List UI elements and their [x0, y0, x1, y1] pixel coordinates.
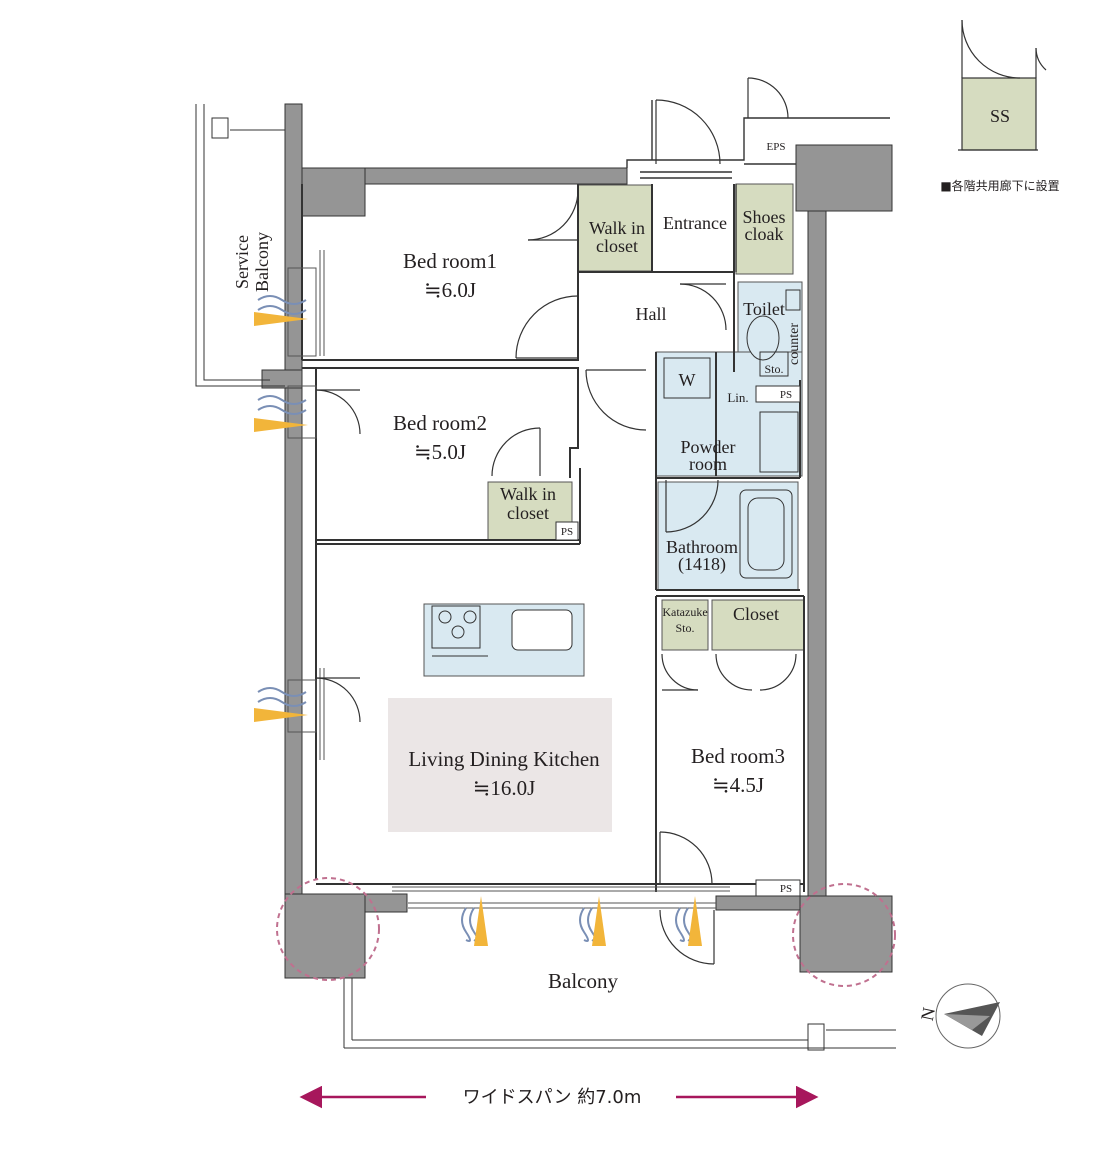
- katazuke-line2: Sto.: [675, 621, 694, 635]
- service-balcony-line2: Balcony: [252, 232, 272, 292]
- fixtures: [431, 289, 801, 657]
- counter-label: counter: [787, 323, 802, 365]
- wall-left: [284, 103, 303, 913]
- shoes-cloak-line2: cloak: [745, 224, 784, 244]
- linen-label: Lin.: [727, 390, 748, 405]
- wall-sb-bottom: [261, 369, 303, 389]
- ps-bed2-label: PS: [561, 526, 573, 538]
- corner-highlight-right: [792, 883, 896, 987]
- walk-in-closet-1-line2: closet: [596, 236, 638, 256]
- bedroom1-name: Bed room1: [403, 249, 497, 273]
- walk-in-closet-2-line1: Walk in: [500, 484, 556, 504]
- airflow-arrows: [254, 312, 702, 946]
- shoes-cloak-fill: [735, 183, 794, 275]
- walk-in-closet-1-fill: [577, 184, 653, 272]
- bedroom3-name: Bed room3: [691, 744, 785, 768]
- shaft-labels: EPS PS PS PS: [561, 141, 792, 895]
- column-right: [799, 895, 893, 973]
- bedroom2-name: Bed room2: [393, 411, 487, 435]
- ldk-name: Living Dining Kitchen: [408, 747, 600, 771]
- column-left: [284, 893, 366, 979]
- airflow-arrow-icon: [688, 896, 702, 946]
- walk-in-closet-2-line2: closet: [507, 503, 549, 523]
- toilet-storage-label: Sto.: [764, 362, 783, 376]
- ss-label: SS: [990, 106, 1010, 126]
- airflow-arrow-icon: [254, 418, 308, 432]
- bedroom1-size: ≒6.0J: [424, 278, 476, 302]
- airflow-arrow-icon: [254, 708, 308, 722]
- compass-north-label: N: [917, 1006, 939, 1023]
- airflow-arrow-icon: [474, 896, 488, 946]
- balcony-label: Balcony: [548, 969, 618, 993]
- washer-box: [663, 357, 711, 399]
- closet-label: Closet: [733, 604, 779, 624]
- powder-room-line2: room: [689, 454, 727, 474]
- compass-north-arrow-icon: [935, 983, 1001, 1049]
- powder-room-line1: Powder: [681, 437, 736, 457]
- toilet-label: Toilet: [743, 299, 785, 319]
- ps-bed3-label: PS: [780, 883, 792, 895]
- wall-right: [807, 144, 827, 906]
- entrance-outlines: [626, 100, 890, 272]
- stove-burner-icon: [451, 625, 465, 639]
- closet-fill: [711, 599, 805, 651]
- service-balcony-line1: Service: [232, 235, 252, 289]
- bathtub: [739, 489, 793, 579]
- stove-burner-icon: [463, 610, 477, 624]
- katazuke-fill: [661, 599, 709, 651]
- bedroom2-size: ≒5.0J: [414, 440, 466, 464]
- bathroom-line1: Bathroom: [666, 537, 738, 557]
- shaft-boxes: [555, 385, 801, 897]
- ldk-panel: [388, 698, 612, 832]
- walk-in-closet-1-line1: Walk in: [589, 218, 645, 238]
- eps-label: EPS: [767, 141, 786, 153]
- compass: N: [917, 983, 1001, 1049]
- airflow-arrow-icon: [592, 896, 606, 946]
- room-fills: [388, 77, 1037, 832]
- ps-powder-label: PS: [780, 389, 792, 401]
- span-label: ワイドスパン 約7.0m: [463, 1087, 642, 1108]
- ldk-size: ≒16.0J: [473, 776, 536, 800]
- wall-top: [364, 167, 628, 185]
- airflow-waves: [257, 295, 693, 942]
- entrance-label: Entrance: [663, 213, 727, 233]
- wall-top-left: [301, 167, 366, 217]
- doors: [315, 77, 797, 965]
- washer-label: W: [679, 370, 696, 390]
- katazuke-line1: Katazuke: [662, 605, 707, 619]
- stove-burner-icon: [438, 610, 452, 624]
- walls: [261, 103, 893, 979]
- bathroom-line2: (1418): [678, 554, 726, 575]
- wall-right-top: [795, 144, 893, 212]
- hall-label: Hall: [636, 304, 667, 324]
- window-lines: [287, 250, 730, 909]
- airflow-arrow-icon: [254, 312, 308, 326]
- shoes-cloak-line1: Shoes: [742, 207, 785, 227]
- ss-doors: [958, 19, 1047, 151]
- balcony-outlines: [195, 104, 896, 1051]
- ss-note: ■各階共用廊下に設置: [940, 178, 1059, 193]
- span-dimension: ワイドスパン 約7.0m: [299, 1085, 819, 1109]
- bedroom3-size: ≒4.5J: [712, 773, 764, 797]
- corner-highlight-left: [276, 877, 380, 981]
- toilet-bowl-icon: [746, 315, 780, 361]
- room-labels: Bed room1 ≒6.0J Bed room2 ≒5.0J Bed room…: [232, 106, 1010, 993]
